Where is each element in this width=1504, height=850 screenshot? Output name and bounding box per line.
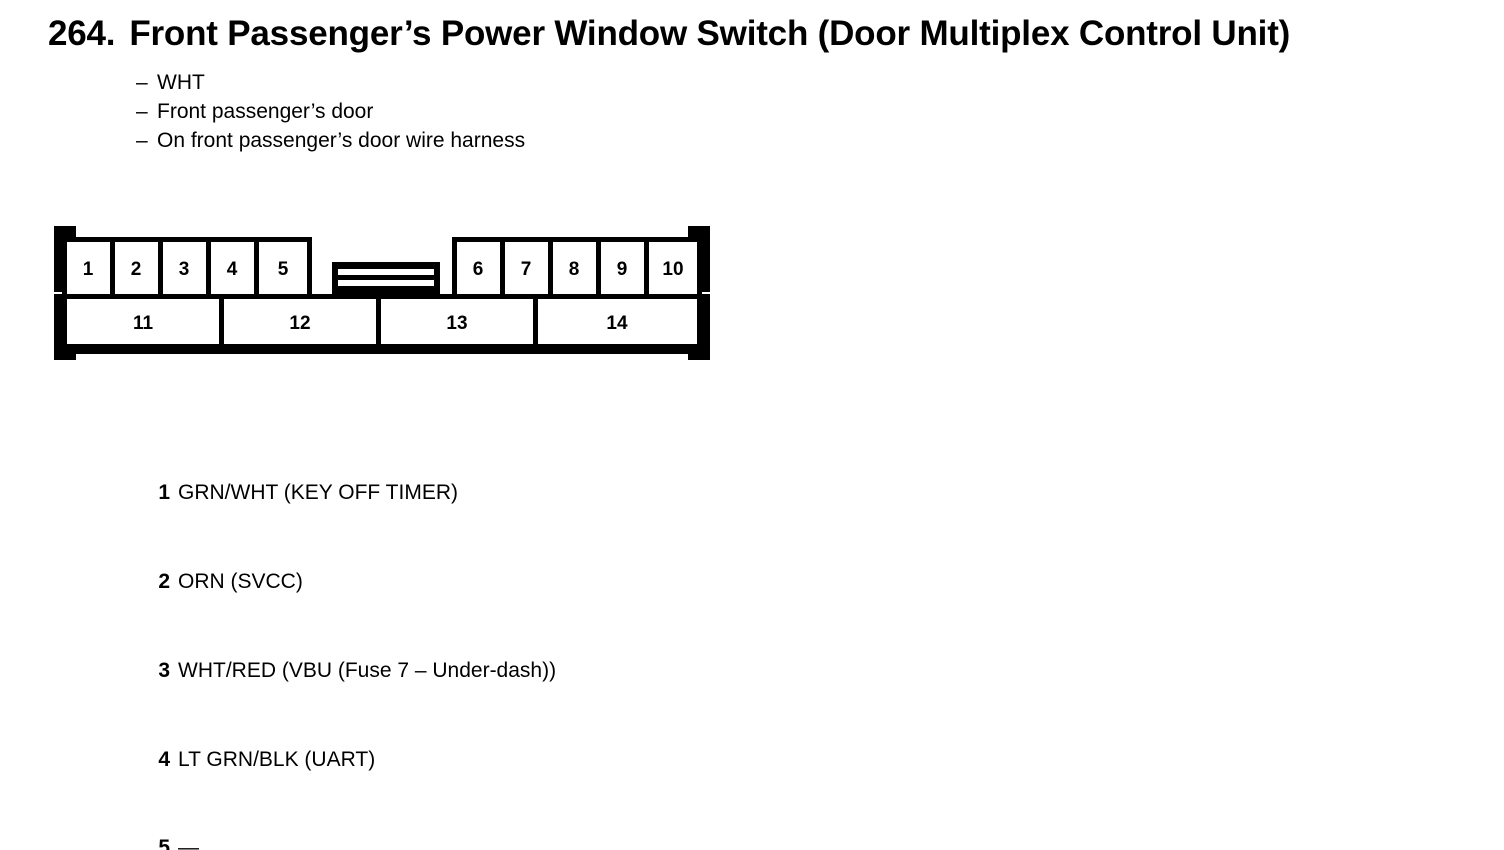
pin-number: 1	[158, 481, 170, 505]
subtitle-item-2: –On front passenger’s door wire harness	[136, 126, 525, 155]
cell-label-6: 6	[473, 259, 484, 280]
cell-label-4: 4	[227, 259, 238, 280]
cell-10-face	[649, 242, 697, 294]
pin-row: 4 LT GRN/BLK (UART)	[140, 745, 576, 775]
pin-description: WHT/RED (VBU (Fuse 7 – Under-dash))	[178, 658, 557, 682]
right-lower-tab	[688, 294, 710, 360]
cell-11-face	[67, 299, 219, 345]
dash-bullet-icon: –	[136, 71, 148, 94]
latch-slot-bottom	[338, 280, 434, 286]
bottom-row-labels: 11 12 13 14	[133, 313, 628, 334]
left-upper-tab	[54, 226, 76, 292]
cell-label-7: 7	[521, 259, 532, 280]
bottom-shell-bar	[62, 344, 702, 354]
subtitle-text-0: WHT	[157, 71, 205, 94]
center-latch	[332, 262, 440, 294]
connector-svg: 1 2 3 4 5 6 7 8 9 10 11 12 13 14	[54, 226, 710, 360]
cell-label-9: 9	[617, 259, 628, 280]
pin-description: LT GRN/BLK (UART)	[178, 747, 376, 771]
pin-row: 1 GRN/WHT (KEY OFF TIMER)	[140, 478, 576, 508]
cell-2-face	[115, 242, 158, 294]
pin-list: 1 GRN/WHT (KEY OFF TIMER) 2 ORN (SVCC) 3 WH…	[140, 419, 576, 850]
pin-number: 5	[158, 836, 170, 850]
subtitle-text-1: Front passenger’s door	[157, 100, 374, 123]
cell-4-face	[211, 242, 254, 294]
cell-label-12: 12	[289, 313, 310, 334]
pin-row: 3 WHT/RED (VBU (Fuse 7 – Under-dash))	[140, 656, 576, 686]
cell-label-11: 11	[133, 313, 154, 334]
cell-8-face	[553, 242, 596, 294]
pin-description: ORN (SVCC)	[178, 569, 303, 593]
latch-slot-top	[338, 269, 434, 275]
pin-row: 2 ORN (SVCC)	[140, 567, 576, 597]
cell-label-2: 2	[131, 259, 142, 280]
cell-label-10: 10	[662, 259, 683, 280]
pin-number: 2	[158, 569, 170, 593]
right-upper-tab	[688, 226, 710, 292]
dash-bullet-icon: –	[136, 100, 148, 123]
subtitle-text-2: On front passenger’s door wire harness	[157, 129, 526, 152]
cell-label-14: 14	[606, 313, 628, 334]
top-row-labels: 1 2 3 4 5 6 7 8 9 10	[83, 259, 684, 280]
cell-5-face	[259, 242, 307, 294]
cell-3-face	[163, 242, 206, 294]
pin-number: 3	[158, 658, 170, 682]
cell-12-face	[224, 299, 376, 345]
page-title: 264. Front Passenger’s Power Window Switc…	[48, 14, 1291, 53]
page-title-number: 264.	[48, 14, 116, 53]
cell-9-face	[601, 242, 644, 294]
cell-7-face	[505, 242, 548, 294]
cell-label-13: 13	[446, 313, 467, 334]
left-lower-tab	[54, 294, 76, 360]
cell-6-face	[457, 242, 500, 294]
cell-14-face	[538, 299, 697, 345]
pin-description: —	[178, 836, 199, 850]
connector-body	[54, 226, 710, 360]
dash-bullet-icon: –	[136, 129, 148, 152]
connector-diagram: 1 2 3 4 5 6 7 8 9 10 11 12 13 14	[52, 224, 712, 362]
cell-label-3: 3	[179, 259, 190, 280]
cell-1-face	[67, 242, 110, 294]
subtitle-item-0: –WHT	[136, 68, 525, 97]
cell-label-8: 8	[569, 259, 580, 280]
cell-13-face	[381, 299, 533, 345]
pin-number: 4	[158, 747, 170, 771]
pin-row: 5—	[140, 833, 576, 850]
subtitle-list: –WHT –Front passenger’s door –On front p…	[136, 68, 525, 155]
pin-description: GRN/WHT (KEY OFF TIMER)	[178, 481, 459, 505]
subtitle-item-1: –Front passenger’s door	[136, 97, 525, 126]
page-title-text: Front Passenger’s Power Window Switch (D…	[129, 14, 1291, 53]
cell-label-1: 1	[83, 259, 94, 280]
cell-label-5: 5	[278, 259, 289, 280]
